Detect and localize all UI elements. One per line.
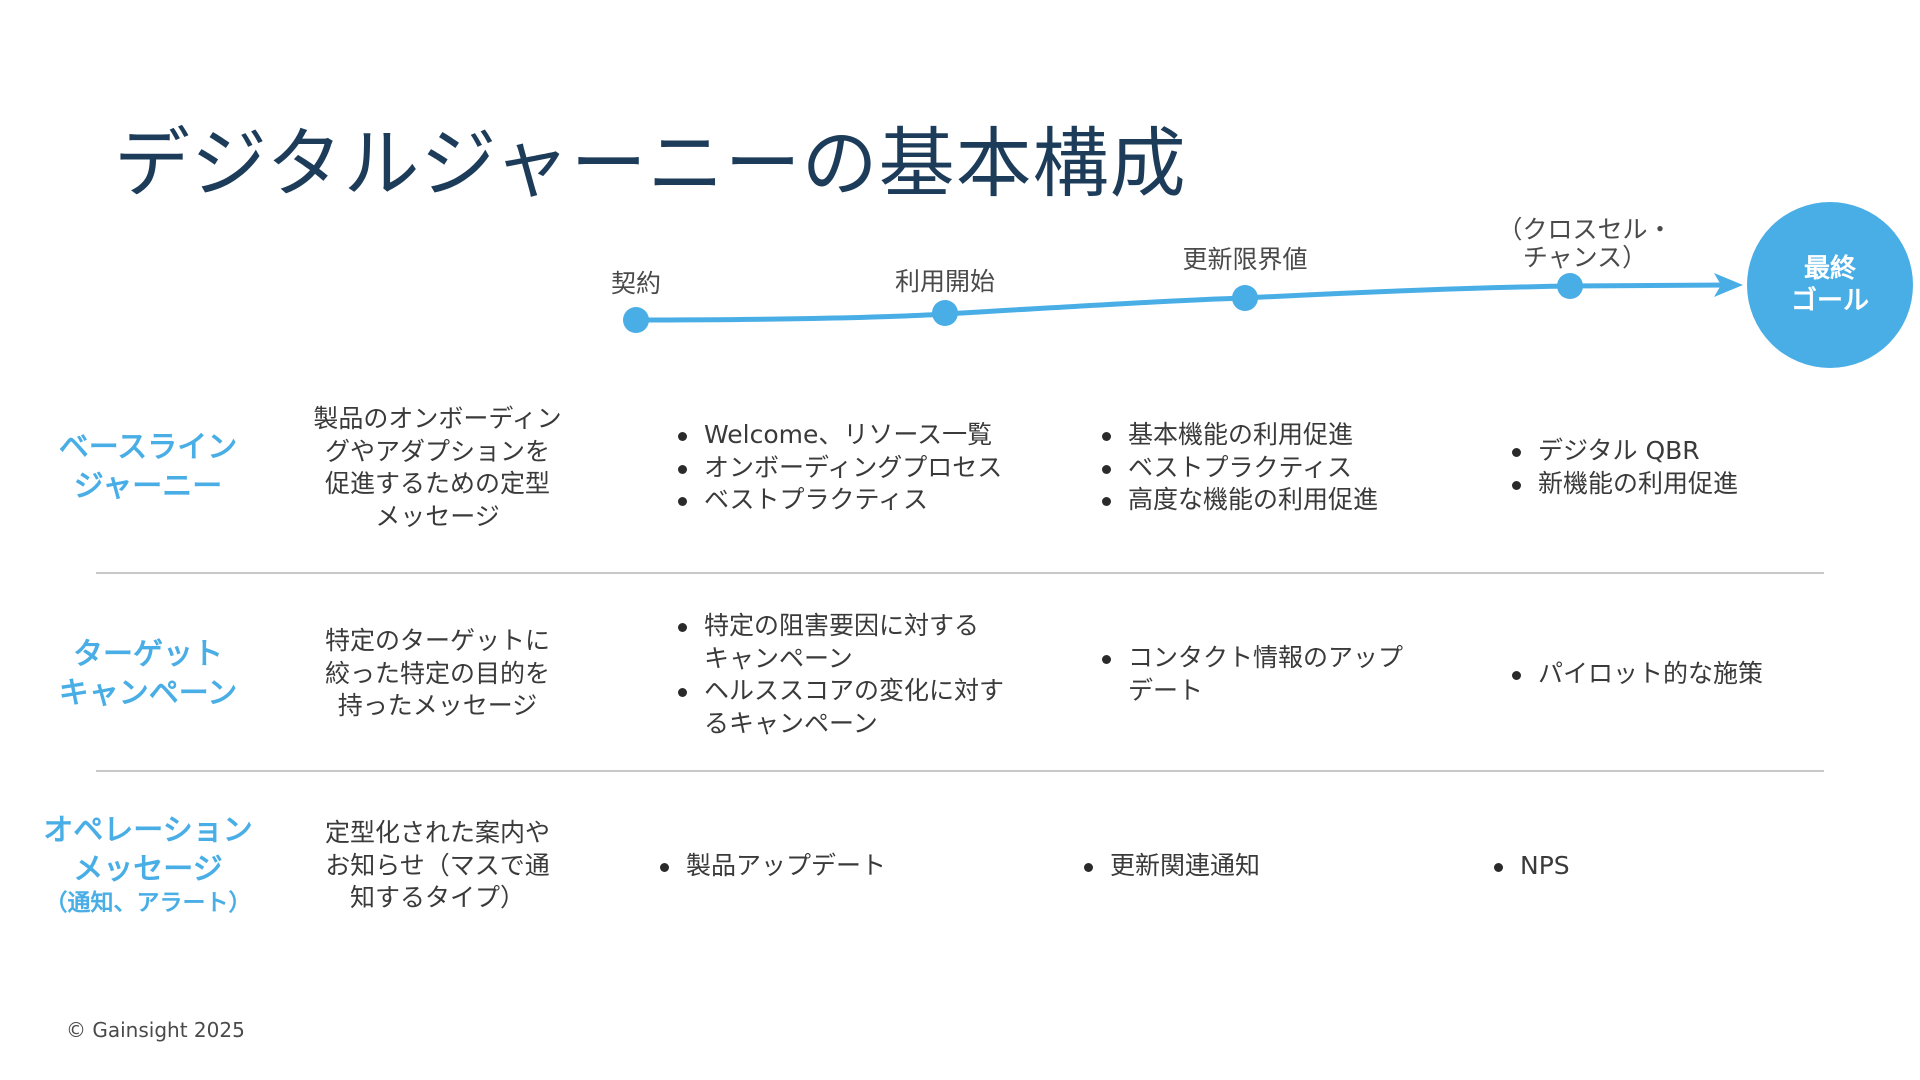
- journey-timeline: [623, 273, 1743, 333]
- milestone-label-renewal: 更新限界値: [1182, 245, 1308, 274]
- milestone-dot-start: [932, 300, 958, 326]
- list-item: ベストプラクティス: [672, 484, 1002, 517]
- list-item: 更新関連通知: [1078, 850, 1260, 883]
- list-item: Welcome、リソース一覧: [672, 419, 1002, 452]
- row-name-baseline: ベースライン ジャーニー: [58, 430, 238, 504]
- row-divider: [96, 572, 1824, 574]
- page-title: デジタルジャーニーの基本構成: [114, 119, 1187, 208]
- list-item: 基本機能の利用促進: [1096, 419, 1378, 452]
- row-baseline-col-crosssell: デジタル QBR 新機能の利用促進: [1506, 435, 1738, 500]
- list-item: オンボーディングプロセス: [672, 452, 1002, 485]
- row-baseline-col-renewal: 基本機能の利用促進 ベストプラクティス 高度な機能の利用促進: [1096, 419, 1378, 517]
- milestone-label-crosssell: （クロスセル・ チャンス）: [1497, 215, 1673, 272]
- list-item: ヘルススコアの変化に対するキャンペーン: [672, 675, 1004, 740]
- list-item: ベストプラクティス: [1096, 452, 1378, 485]
- final-goal-badge: 最終 ゴール: [1747, 202, 1913, 368]
- row-desc-baseline: 製品のオンボーディン グやアダプションを 促進するための定型 メッセージ: [313, 404, 562, 531]
- list-item: 高度な機能の利用促進: [1096, 484, 1378, 517]
- list-item: 特定の阻害要因に対するキャンペーン: [672, 610, 1004, 675]
- list-item: パイロット的な施策: [1506, 658, 1763, 691]
- milestone-dot-crosssell: [1557, 273, 1583, 299]
- row-name-target: ターゲット キャンペーン: [58, 637, 238, 711]
- list-item: 製品アップデート: [654, 850, 886, 883]
- list-item: デジタル QBR: [1506, 435, 1738, 468]
- list-item: NPS: [1488, 850, 1570, 883]
- list-item: 新機能の利用促進: [1506, 468, 1738, 501]
- milestone-label-start: 利用開始: [894, 267, 996, 296]
- row-name-operation: オペレーション メッセージ （通知、アラート）: [43, 813, 253, 916]
- row-target-col-crosssell: パイロット的な施策: [1506, 658, 1763, 691]
- row-operation-col-renewal: 更新関連通知: [1078, 850, 1260, 883]
- milestone-dot-contract: [623, 307, 649, 333]
- row-desc-target: 特定のターゲットに 絞った特定の目的を 持ったメッセージ: [324, 626, 550, 720]
- row-divider: [96, 770, 1824, 772]
- milestone-label-contract: 契約: [610, 269, 662, 298]
- row-target-col-renewal: コンタクト情報のアップデート: [1096, 642, 1403, 707]
- timeline-arrowhead: [1714, 273, 1743, 297]
- list-item: コンタクト情報のアップデート: [1096, 642, 1403, 707]
- row-desc-operation: 定型化された案内や お知らせ（マスで通 知するタイプ）: [324, 818, 550, 912]
- milestone-dot-renewal: [1232, 285, 1258, 311]
- row-operation-col-crosssell: NPS: [1488, 850, 1570, 883]
- row-baseline-col-onboarding: Welcome、リソース一覧 オンボーディングプロセス ベストプラクティス: [672, 419, 1002, 517]
- row-target-col-onboarding: 特定の阻害要因に対するキャンペーン ヘルススコアの変化に対するキャンペーン: [672, 610, 1004, 740]
- row-operation-col-onboarding: 製品アップデート: [654, 850, 886, 883]
- copyright-footer: © Gainsight 2025: [66, 1018, 245, 1042]
- timeline-curve: [633, 282, 1728, 323]
